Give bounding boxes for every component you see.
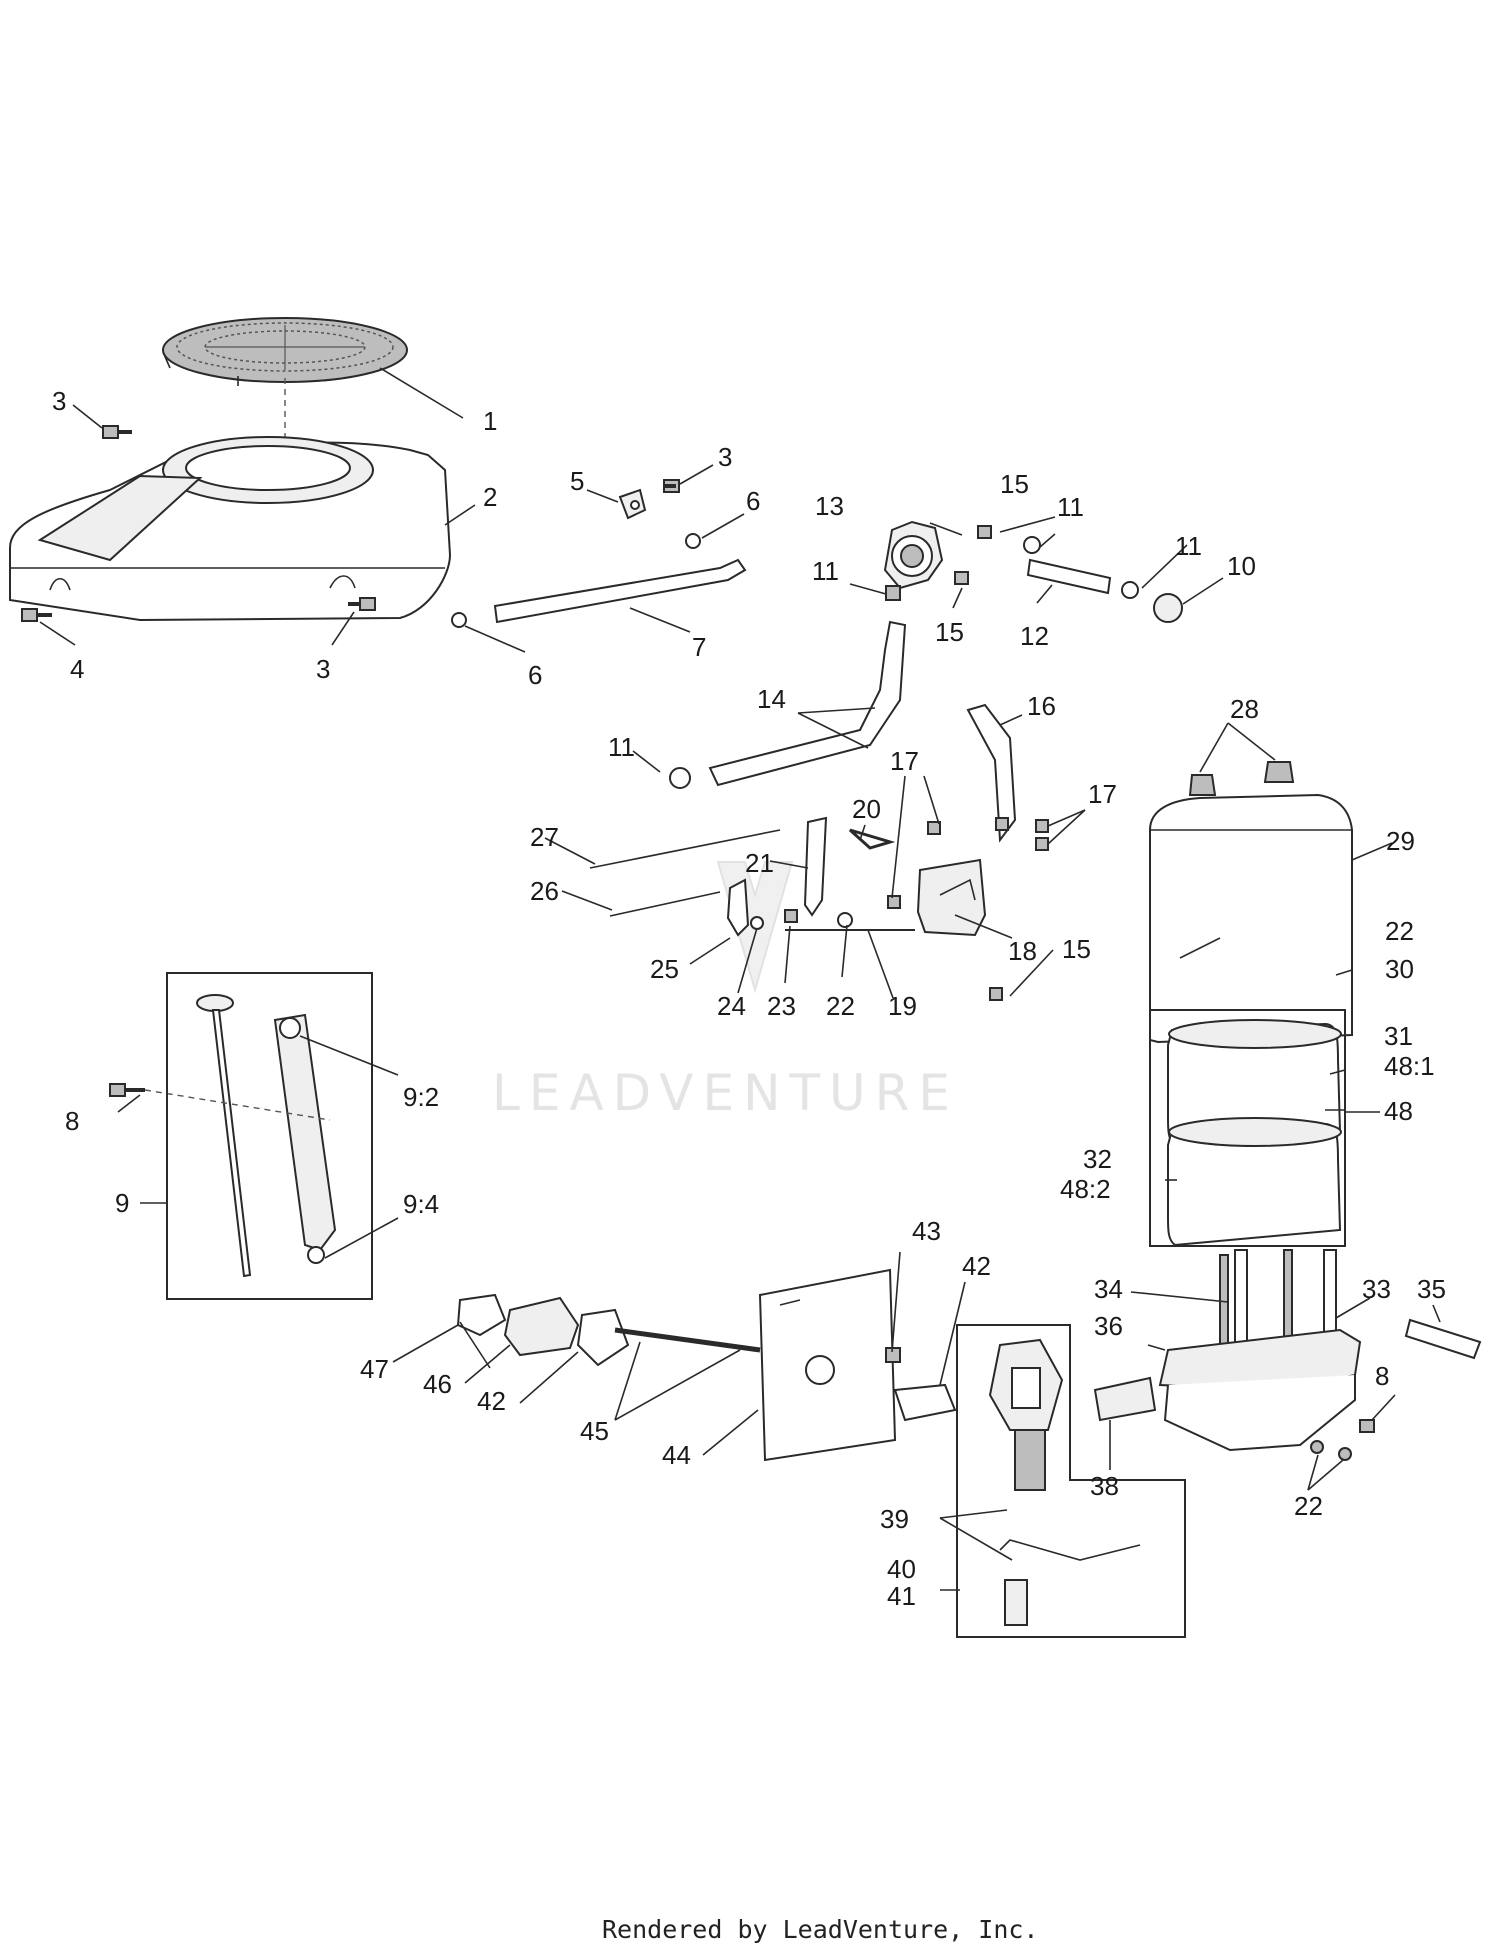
fuel-line-parts: [451, 488, 747, 628]
callout-14: 14: [757, 684, 786, 714]
callout-25: 25: [650, 954, 679, 984]
callout-6: 6: [746, 486, 760, 516]
group-boxes: [166, 972, 1346, 1638]
callout-28: 28: [1230, 694, 1259, 724]
callout-6: 6: [528, 660, 542, 690]
callout-1: 1: [483, 406, 497, 436]
callout-43: 43: [912, 1216, 941, 1246]
callout-12: 12: [1020, 621, 1049, 651]
blower-housing-part: [9, 436, 452, 622]
callout-22: 22: [1294, 1491, 1323, 1521]
callout-22: 22: [1385, 916, 1414, 946]
callout-38: 38: [1090, 1471, 1119, 1501]
dipstick-parts: [109, 994, 337, 1278]
callout-36: 36: [1094, 1311, 1123, 1341]
callout-27: 27: [530, 822, 559, 852]
callout-13: 13: [815, 491, 844, 521]
callout-31: 31: [1384, 1021, 1413, 1051]
callout-18: 18: [1008, 936, 1037, 966]
callout-30: 30: [1385, 954, 1414, 984]
callout-9: 9: [115, 1188, 129, 1218]
callout-21: 21: [745, 848, 774, 878]
callout-3: 3: [718, 442, 732, 472]
callout-26: 26: [530, 876, 559, 906]
callout-48: 48: [1384, 1096, 1413, 1126]
callout-46: 46: [423, 1369, 452, 1399]
callout-19: 19: [888, 991, 917, 1021]
callout-8: 8: [65, 1106, 79, 1136]
callout-22: 22: [826, 991, 855, 1021]
intake-parts: [456, 1268, 957, 1462]
callout-41: 41: [887, 1581, 916, 1611]
callout-11: 11: [812, 556, 839, 586]
callout-42: 42: [962, 1251, 991, 1281]
callout-33: 33: [1362, 1274, 1391, 1304]
svg-text:LEADVENTURE: LEADVENTURE: [492, 1064, 959, 1122]
callout-2: 2: [483, 482, 497, 512]
callout-34: 34: [1094, 1274, 1123, 1304]
callout-labels: 1 2 3 3 3 4 5 6 6 7 8 8 9 9:2 9:4 10 11 …: [52, 386, 1446, 1611]
callout-48-2: 48:2: [1060, 1174, 1111, 1204]
callout-47: 47: [360, 1354, 389, 1384]
callout-11: 11: [1057, 492, 1084, 522]
callout-9-4: 9:4: [403, 1189, 439, 1219]
callout-15: 15: [1000, 469, 1029, 499]
callout-8: 8: [1375, 1361, 1389, 1391]
callout-48-1: 48:1: [1384, 1051, 1435, 1081]
callout-11: 11: [1175, 531, 1202, 561]
callout-16: 16: [1027, 691, 1056, 721]
callout-32: 32: [1083, 1144, 1112, 1174]
watermark: LEADVENTURE: [492, 861, 959, 1122]
leader-lines: [39, 367, 1441, 1591]
callout-3: 3: [52, 386, 66, 416]
callout-29: 29: [1386, 826, 1415, 856]
callout-45: 45: [580, 1416, 609, 1446]
callout-44: 44: [662, 1440, 691, 1470]
callout-39: 39: [880, 1504, 909, 1534]
callout-23: 23: [767, 991, 796, 1021]
callout-5: 5: [570, 466, 584, 496]
callout-24: 24: [717, 991, 746, 1021]
callout-40: 40: [887, 1554, 916, 1584]
callout-15: 15: [935, 617, 964, 647]
callout-3: 3: [316, 654, 330, 684]
callout-10: 10: [1227, 551, 1256, 581]
air-cleaner-assembly-parts: [1149, 761, 1482, 1461]
callout-4: 4: [70, 654, 84, 684]
air-cleaner-screen-part: [162, 317, 408, 470]
callout-15: 15: [1062, 934, 1091, 964]
callout-17: 17: [890, 746, 919, 776]
callout-7: 7: [692, 632, 706, 662]
governor-linkage-parts: [589, 703, 1049, 1001]
bolt-part: [21, 425, 680, 622]
callout-9-2: 9:2: [403, 1082, 439, 1112]
callout-20: 20: [852, 794, 881, 824]
carburetor-parts: [988, 1338, 1157, 1626]
fuel-pump-part: [669, 520, 1183, 789]
callout-11: 11: [608, 732, 635, 762]
footer-credit: Rendered by LeadVenture, Inc.: [602, 1915, 1039, 1944]
callout-17: 17: [1088, 779, 1117, 809]
callout-42: 42: [477, 1386, 506, 1416]
callout-35: 35: [1417, 1274, 1446, 1304]
